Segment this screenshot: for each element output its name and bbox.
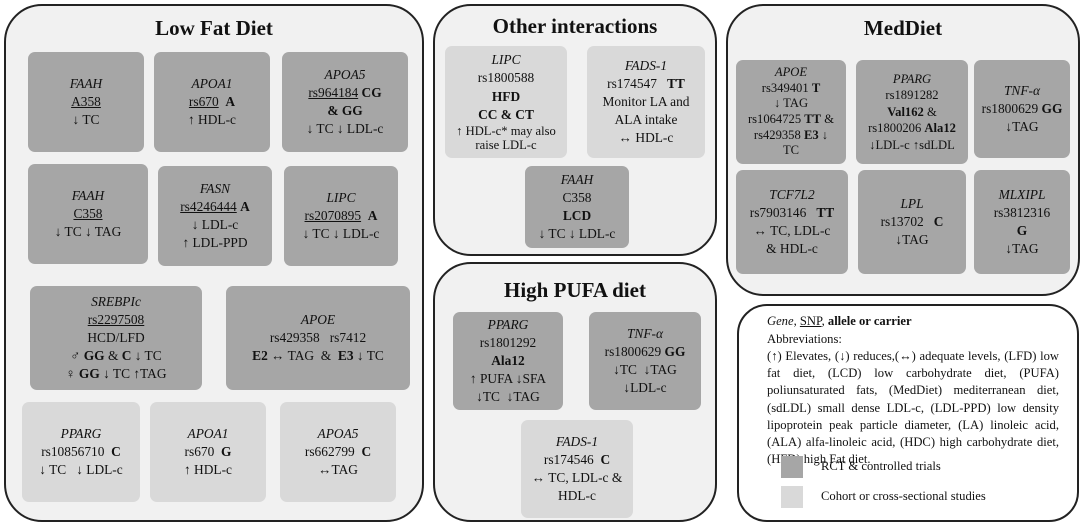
high-pufa-diet-panel: High PUFA diet PPARG rs1801292 Ala12 ↑ P… — [433, 262, 717, 522]
other-interactions-title: Other interactions — [492, 14, 658, 38]
apoe-meddiet-box: APOE rs349401 T ↓ TAG rs1064725 TT & rs4… — [736, 60, 846, 164]
cohort-swatch — [781, 486, 803, 508]
legend-abbreviations: Abbreviations: (↑) Elevates, (↓) reduces… — [767, 332, 1059, 466]
tnf-alpha-pufa-box: TNF-α rs1800629 GG ↓TC ↓TAG ↓LDL-c — [589, 312, 701, 410]
tcf7l2-box: TCF7L2 rs7903146 TT ↔ TC, LDL-c & HDL-c — [736, 170, 848, 274]
apoa5-rs964184-box: APOA5 rs964184 CG & GG ↓ TC ↓ LDL-c — [282, 52, 408, 152]
low-fat-diet-title: Low Fat Diet — [155, 16, 273, 40]
lipc-rs2070895-box: LIPC rs2070895 A ↓ TC ↓ LDL-c — [284, 166, 398, 266]
lipc-rs1800588-box: LIPC rs1800588 HFD CC & CT ↑ HDL-c* may … — [445, 46, 567, 158]
legend-key: Gene, SNP, allele or carrier — [767, 314, 912, 328]
tnf-alpha-meddiet-box: TNF-α rs1800629 GG ↓TAG — [974, 60, 1070, 158]
other-interactions-panel: Other interactions LIPC rs1800588 HFD CC… — [433, 4, 717, 256]
apoa1-rs670-a-box: APOA1 rs670 A ↑ HDL-c — [154, 52, 270, 152]
pparg-rs1801292-box: PPARG rs1801292 Ala12 ↑ PUFA ↓SFA ↓TC ↓T… — [453, 312, 563, 410]
legend-panel: Gene, SNP, allele or carrier Abbreviatio… — [737, 304, 1079, 522]
apoa5-rs662799-box: APOA5 rs662799 C ↔TAG — [280, 402, 396, 502]
srebp1c-box: SREBPIc rs2297508 HCD/LFD ♂ GG & C ↓ TC … — [30, 286, 202, 390]
faah-c358-lcd-box: FAAH C358 LCD ↓ TC ↓ LDL-c — [525, 166, 629, 248]
pparg-meddiet-box: PPARG rs1891282 Val162 & rs1800206 Ala12… — [856, 60, 968, 164]
apoe-low-fat-box: APOE rs429358 rs7412 E2 ↔ TAG & E3 ↓ TC — [226, 286, 410, 390]
meddiet-title: MedDiet — [863, 16, 943, 40]
faah-c358-box: FAAH C358 ↓ TC ↓ TAG — [28, 164, 148, 264]
faah-a358-box: FAAH A358 ↓ TC — [28, 52, 144, 152]
rct-swatch — [781, 456, 803, 478]
meddiet-panel: MedDiet APOE rs349401 T ↓ TAG rs1064725 … — [726, 4, 1080, 296]
fasn-box: FASN rs4246444 A ↓ LDL-c ↑ LDL-PPD — [158, 166, 272, 266]
cohort-legend-label: Cohort or cross-sectional studies — [821, 489, 986, 503]
fads1-rs174547-box: FADS-1 rs174547 TT Monitor LA and ALA in… — [587, 46, 705, 158]
fads1-rs174546-box: FADS-1 rs174546 C ↔ TC, LDL-c & HDL-c — [521, 420, 633, 518]
high-pufa-diet-title: High PUFA diet — [504, 278, 646, 302]
rct-legend-label: RCT & controlled trials — [821, 459, 941, 473]
lpl-box: LPL rs13702 C ↓TAG — [858, 170, 966, 274]
low-fat-diet-panel: Low Fat Diet FAAH A358 ↓ TC APOA1 rs670 … — [4, 4, 424, 522]
apoa1-rs670-g-box: APOA1 rs670 G ↑ HDL-c — [150, 402, 266, 502]
mlxipl-box: MLXIPL rs3812316 G ↓TAG — [974, 170, 1070, 274]
pparg-rs10856710-box: PPARG rs10856710 C ↓ TC ↓ LDL-c — [22, 402, 140, 502]
